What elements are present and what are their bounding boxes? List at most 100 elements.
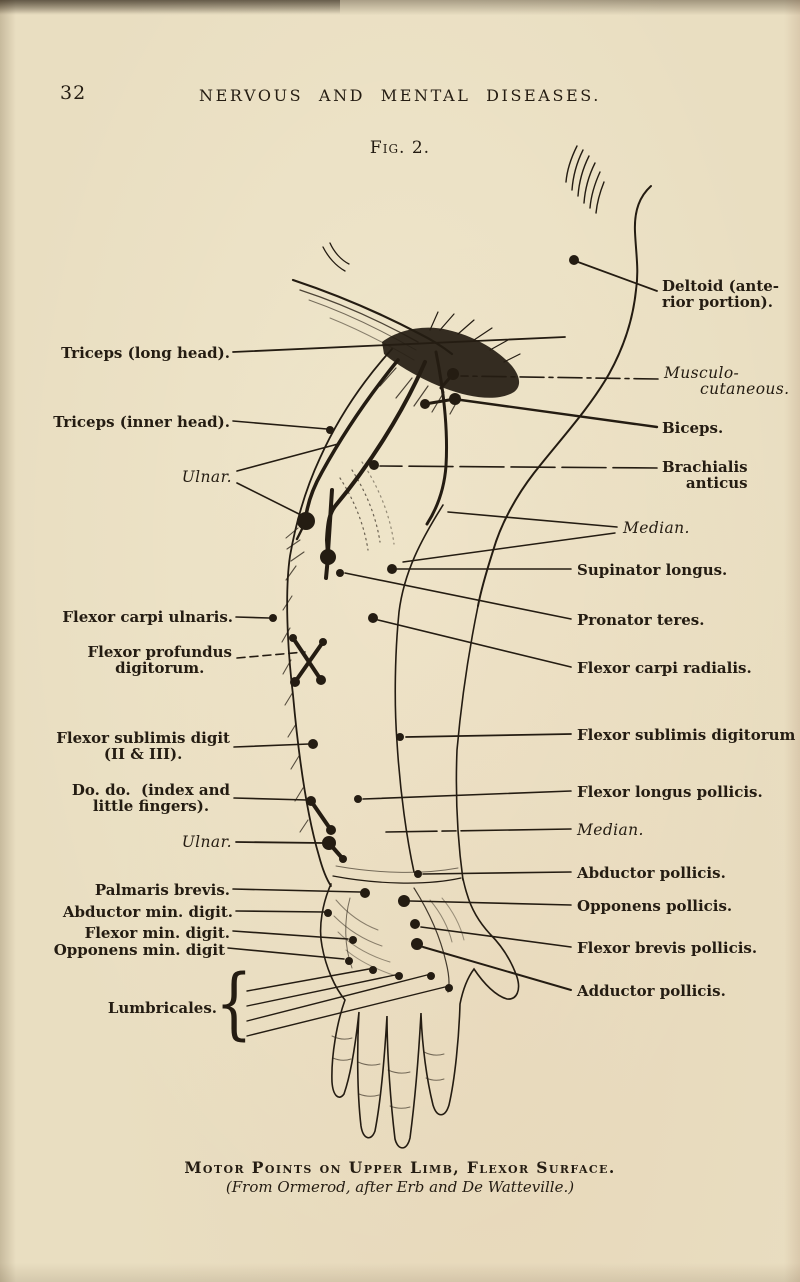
- leader-line: [232, 930, 349, 940]
- leader-line: [236, 443, 339, 472]
- leader-line: [236, 651, 306, 659]
- leader-line: [246, 974, 428, 1022]
- motor-point-dot: [349, 936, 357, 944]
- leader-line: [232, 336, 566, 353]
- leader-line: [385, 828, 572, 833]
- motor-point-dot: [368, 613, 378, 623]
- motor-point-dot: [445, 984, 453, 992]
- leader-line: [227, 947, 345, 960]
- motor-point-dot: [420, 399, 430, 409]
- motor-point-dot: [269, 614, 277, 622]
- motor-point-dot: [297, 512, 315, 530]
- label-pronator-teres: Pronator teres.: [577, 611, 705, 629]
- leader-line: [232, 888, 361, 893]
- axilla-shade: [382, 327, 520, 398]
- leader-line: [235, 910, 325, 913]
- leader-line: [246, 974, 396, 1007]
- motor-point-dot: [427, 972, 435, 980]
- shoulder-hatch-strokes: [565, 145, 605, 214]
- motor-point-dot: [354, 795, 362, 803]
- label-flexor-brevis-pollicis: Flexor brevis pollicis.: [577, 939, 758, 957]
- motor-point-dot: [414, 870, 422, 878]
- label-flexor-min-digit: Flexor min. digit.: [84, 924, 230, 942]
- leader-line: [459, 398, 659, 429]
- forearm-edge-hatch: [281, 527, 309, 833]
- leader-line: [409, 900, 572, 906]
- leader-line: [233, 797, 308, 801]
- forearm-dotted-arcs: [339, 461, 395, 551]
- leader-line: [447, 511, 618, 528]
- label-abductor-pollicis: Abductor pollicis.: [577, 864, 726, 882]
- label-flexor-sublimis-digit: Flexor sublimis digit(II & III).: [56, 729, 230, 763]
- motor-point-dot: [316, 675, 326, 685]
- finger-creases: [331, 1035, 445, 1109]
- leader-line: [232, 420, 328, 430]
- leader-line: [405, 733, 572, 738]
- leader-line: [379, 465, 658, 469]
- palm-hatch: [333, 897, 465, 977]
- figure-caption-credit: (From Ormerod, after Erb and De Wattevil…: [225, 1178, 575, 1196]
- motor-point-dot: [336, 569, 344, 577]
- leader-line: [402, 532, 616, 563]
- motor-point-dot: [326, 426, 334, 434]
- motor-point-dot: [447, 368, 459, 380]
- motor-point-dot: [410, 919, 420, 929]
- nerve-trunks: [304, 350, 449, 558]
- label-triceps-inner-head: Triceps (inner head).: [53, 413, 230, 431]
- leader-line: [420, 926, 572, 948]
- motor-point-dot: [306, 796, 316, 806]
- motor-point-dot: [449, 393, 461, 405]
- motor-point-dot: [326, 825, 336, 835]
- label-musculo-cutaneous: Musculo-cutaneous.: [664, 364, 790, 398]
- label-abductor-min-digit: Abductor min. digit.: [62, 903, 233, 921]
- leader-line: [344, 572, 572, 620]
- motor-point-dot: [308, 739, 318, 749]
- running-header: NERVOUS AND MENTAL DISEASES.: [199, 86, 601, 105]
- motor-point-dot: [398, 895, 410, 907]
- leader-line: [460, 375, 659, 380]
- motor-point-dot: [411, 938, 423, 950]
- label-triceps-long-head: Triceps (long head).: [61, 344, 230, 362]
- label-flexor-carpi-radialis: Flexor carpi radialis.: [577, 659, 752, 677]
- label-biceps: Biceps.: [662, 419, 724, 437]
- label-median-upper: Median.: [623, 519, 690, 537]
- leader-line: [422, 871, 572, 875]
- label-supinator-longus: Supinator longus.: [577, 561, 728, 579]
- leader-line: [236, 482, 302, 516]
- motor-point-dot: [289, 634, 297, 642]
- motor-point-dot: [395, 972, 403, 980]
- motor-point-dot: [369, 460, 379, 470]
- lumbricales-brace: {: [215, 959, 253, 1049]
- leader-line: [246, 985, 450, 1037]
- motor-point-dot: [369, 966, 377, 974]
- label-flexor-carpi-ulnaris: Flexor carpi ulnaris.: [62, 608, 233, 626]
- leader-line: [246, 968, 370, 992]
- motor-point-dot: [324, 909, 332, 917]
- motor-point-dot: [345, 957, 353, 965]
- motor-point-dot: [319, 638, 327, 646]
- arm-outline: [286, 185, 652, 887]
- label-ulnar-upper: Ulnar.: [181, 468, 232, 486]
- leader-line: [377, 619, 572, 668]
- motor-point-dot: [322, 836, 336, 850]
- motor-point-dot: [396, 733, 404, 741]
- label-opponens-pollicis: Opponens pollicis.: [577, 897, 733, 915]
- motor-point-dot: [339, 855, 347, 863]
- hand-outline: [319, 865, 520, 1149]
- connector-bar: [291, 636, 323, 682]
- connector-bar: [293, 640, 325, 684]
- label-palmaris-brevis: Palmaris brevis.: [94, 881, 230, 899]
- figure-caption-title: Motor Points on Upper Limb, Flexor Surfa…: [184, 1158, 616, 1177]
- label-deltoid: Deltoid (ante-rior portion).: [662, 277, 780, 311]
- motor-point-dot: [360, 888, 370, 898]
- leader-line: [577, 261, 658, 292]
- label-adductor-pollicis: Adductor pollicis.: [577, 982, 726, 1000]
- leader-line: [362, 790, 572, 800]
- label-lumbricales: Lumbricales.: [107, 999, 217, 1017]
- motor-point-dot: [569, 255, 579, 265]
